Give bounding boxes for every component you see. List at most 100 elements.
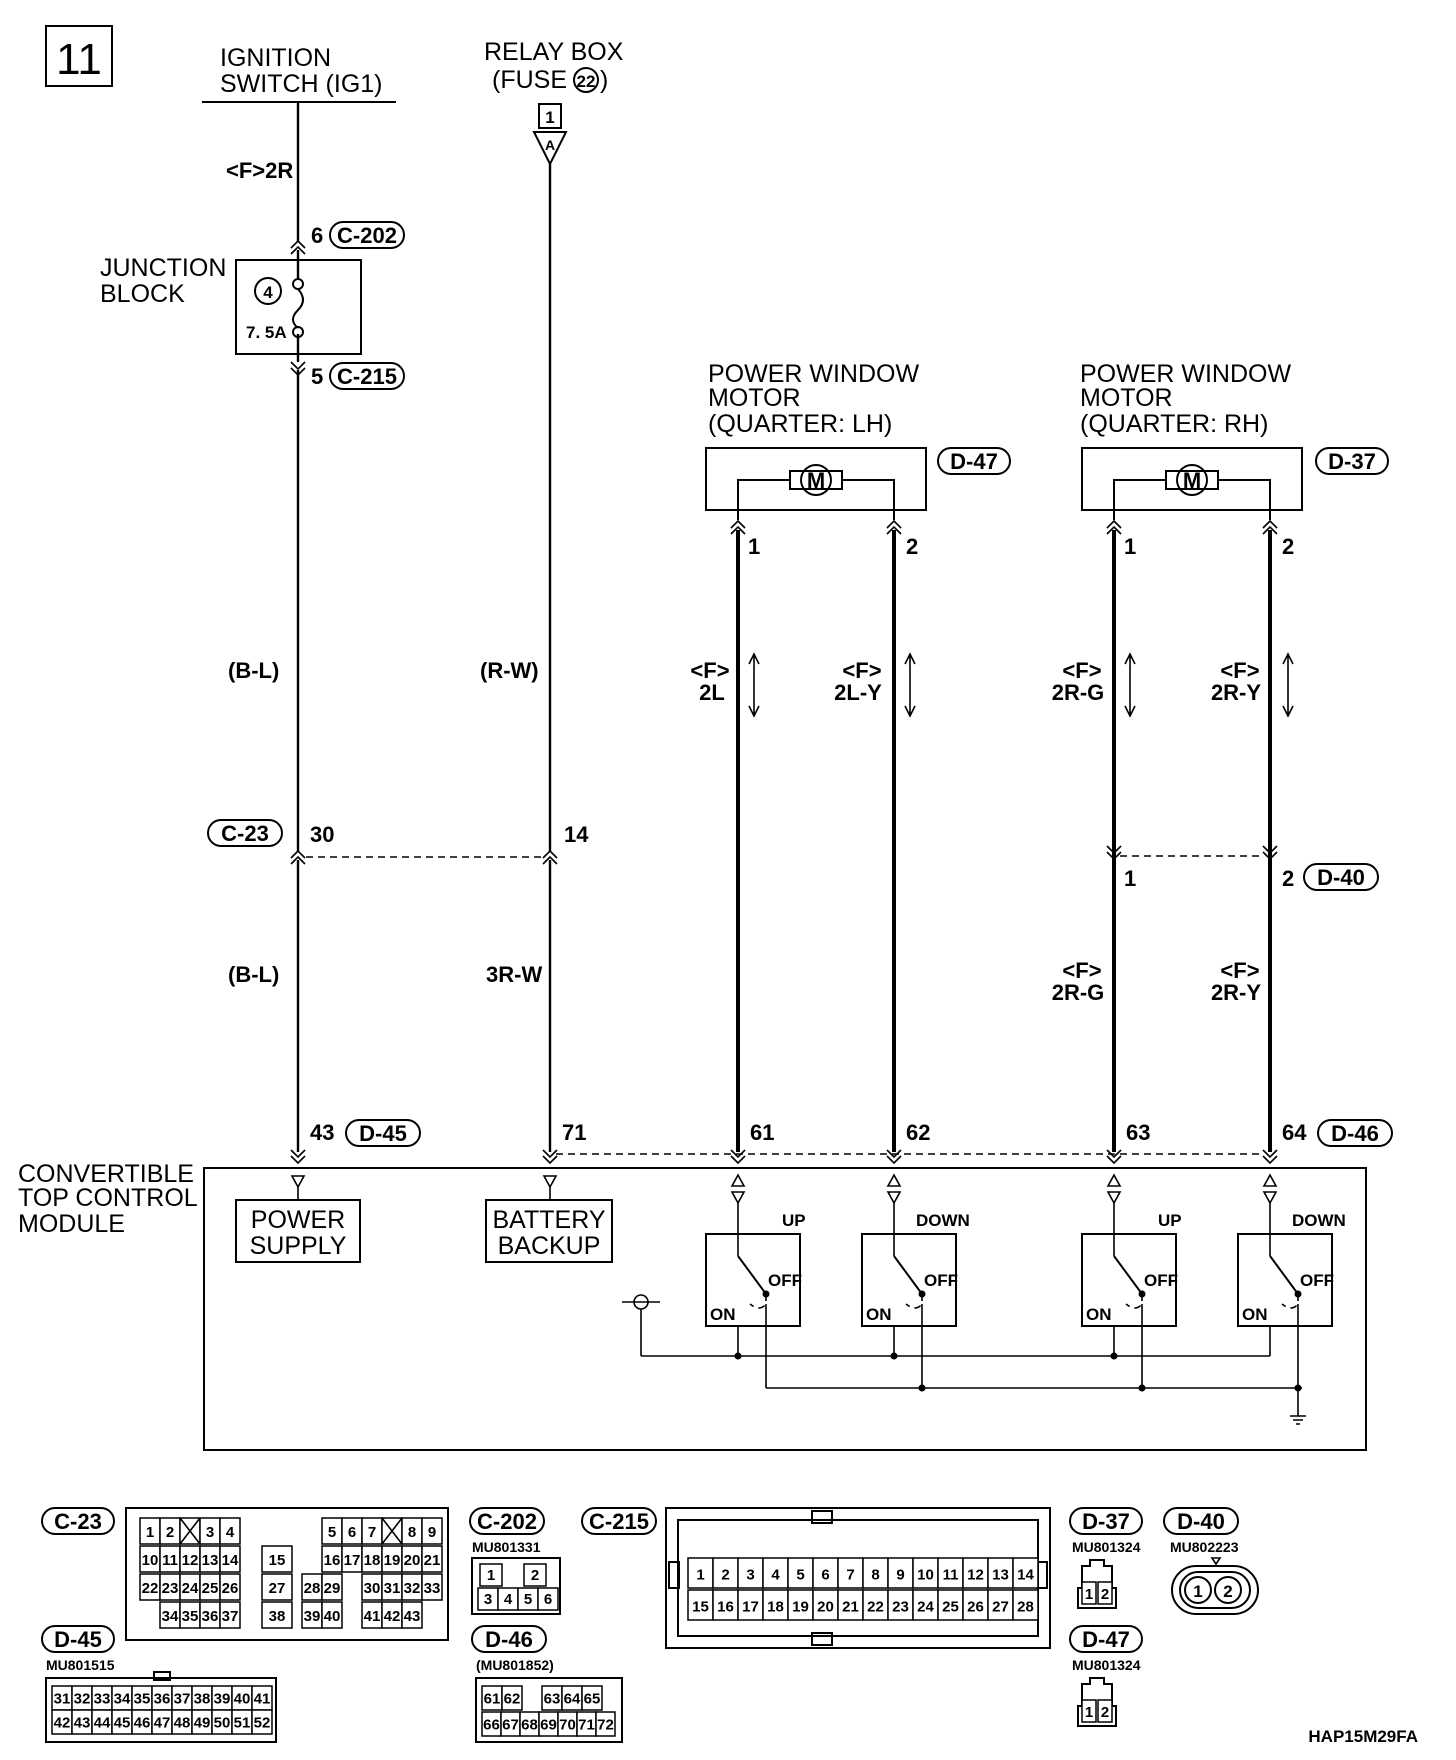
c215-pin-cell — [762, 1557, 789, 1589]
rh-wire2-spec: <F> — [1220, 658, 1259, 683]
d46-part-number: (MU801852) — [476, 1657, 554, 1673]
battery-backup-line1: BATTERY — [493, 1206, 606, 1234]
c215-pin-cell — [737, 1557, 764, 1589]
c215-pin-cell — [987, 1557, 1014, 1589]
module-pin-rh2: 64 — [1282, 1120, 1307, 1145]
c202-pin-label: 3 — [484, 1591, 492, 1608]
c23-pin-label: 22 — [142, 1580, 159, 1597]
d45-pin-label: 42 — [54, 1714, 71, 1731]
c23-pin-cell — [321, 1573, 343, 1601]
d45-part-number: MU801515 — [46, 1657, 115, 1673]
c23-pin-cell — [261, 1545, 293, 1573]
c23-pin-label: 13 — [202, 1552, 219, 1569]
d47-view-label: D-47 — [1082, 1627, 1130, 1652]
d45-pin-label: 33 — [94, 1690, 111, 1707]
c202-pin-label: 6 — [544, 1591, 552, 1608]
c23-pin-label: 32 — [404, 1580, 421, 1597]
c202-pin-cell — [537, 1587, 559, 1611]
c215-pin-cell — [962, 1589, 989, 1621]
c215-pin-label: 28 — [1017, 1599, 1034, 1616]
junction-fuse-rating: 7. 5A — [246, 323, 287, 342]
c23-pin-label: 8 — [408, 1524, 416, 1541]
c215-pin-cell — [912, 1557, 939, 1589]
c23-pin-label: 16 — [324, 1552, 341, 1569]
c215-pin-label: 25 — [942, 1599, 959, 1616]
motor-wires: <F> 2L <F> 2L-Y <F> 2R-G <F> 2R-Y 1 2 D-… — [690, 519, 1379, 1165]
d46-pin-label: 67 — [502, 1716, 519, 1733]
ignition-wire: (B-L) (B-L) — [228, 102, 306, 1165]
motor-rh-line2: MOTOR — [1080, 384, 1173, 412]
rh-wire2-lower-color: 2R-Y — [1211, 980, 1261, 1005]
motor-rh-pin1: 1 — [1124, 534, 1136, 559]
d46-pin-label: 62 — [504, 1690, 521, 1707]
d40-view-label: D-40 — [1177, 1509, 1225, 1534]
motor-rh-line1: POWER WINDOW — [1080, 360, 1291, 388]
switch-rh-up: UP OFF ON — [1081, 1173, 1182, 1327]
power-supply-line1: POWER — [251, 1206, 345, 1234]
junction-bottom-pin: 5 — [311, 364, 323, 389]
d45-pin-label: 36 — [154, 1690, 171, 1707]
c23-pin-cell — [219, 1601, 241, 1629]
relay-wire-upper-color: (R-W) — [480, 658, 539, 683]
c23-pin-label: 42 — [384, 1608, 401, 1625]
c23-pin-label: 37 — [222, 1608, 239, 1625]
relay-wire-lower-color: 3R-W — [486, 962, 542, 987]
c23-pin-label: 5 — [328, 1524, 336, 1541]
c202-pin-cell — [523, 1563, 547, 1587]
switch-lh-down-label: DOWN — [916, 1211, 970, 1230]
lh-wire2-spec: <F> — [842, 658, 881, 683]
rh-wire1-spec: <F> — [1062, 658, 1101, 683]
c215-pin-label: 15 — [692, 1599, 709, 1616]
power-supply-line2: SUPPLY — [250, 1232, 347, 1260]
rh-wire1-color: 2R-G — [1052, 680, 1105, 705]
switch-rh-down-off: OFF — [1300, 1271, 1334, 1290]
c215-pin-cell — [962, 1557, 989, 1589]
d46-pin-label: 72 — [597, 1716, 614, 1733]
c23-pin-label: 6 — [348, 1524, 356, 1541]
c215-pin-label: 9 — [896, 1567, 904, 1584]
c215-pin-label: 8 — [871, 1567, 879, 1584]
c215-pin-cell — [1012, 1557, 1039, 1589]
c23-blocked-pin — [381, 1517, 403, 1545]
switch-rh-up-on: ON — [1086, 1305, 1112, 1324]
d40-connector-label: D-40 — [1317, 865, 1365, 890]
d45-pin-label: 48 — [174, 1714, 191, 1731]
c23-blocked-pin — [179, 1517, 201, 1545]
junction-top-pin: 6 — [311, 223, 323, 248]
d46-pin-label: 68 — [521, 1716, 538, 1733]
c215-pin-cell — [937, 1557, 964, 1589]
c23-pin-cell — [421, 1573, 443, 1601]
c23-pin-label: 33 — [424, 1580, 441, 1597]
module-label-line1: CONVERTIBLE — [18, 1160, 194, 1188]
junction-top-connector: C-202 — [337, 223, 397, 248]
c23-pin-label: 31 — [384, 1580, 401, 1597]
c215-pin-label: 2 — [721, 1567, 729, 1584]
c23-pin-label: 2 — [166, 1524, 174, 1541]
junction-block: JUNCTION BLOCK 4 7. 5A 6 C-202 5 C-215 — [100, 221, 405, 390]
c23-view-label: C-23 — [54, 1509, 102, 1534]
d45-pin-label: 52 — [254, 1714, 271, 1731]
c23-pin-label: 41 — [364, 1608, 381, 1625]
c202-part-number: MU801331 — [472, 1539, 541, 1555]
d40-pin-1: 1 — [1193, 1582, 1202, 1601]
c215-pin-cell — [737, 1589, 764, 1621]
c23-pin-label: 3 — [206, 1524, 214, 1541]
c215-pin-label: 26 — [967, 1599, 984, 1616]
c23-pin-label: 28 — [304, 1580, 321, 1597]
d45-pin-label: 46 — [134, 1714, 151, 1731]
c23-pin-label: 1 — [146, 1524, 154, 1541]
c23-pin-cell — [219, 1545, 241, 1573]
d40-pin2: 2 — [1282, 866, 1294, 891]
c23-pin-label: 26 — [222, 1580, 239, 1597]
c215-pin-cell — [987, 1589, 1014, 1621]
d45-pin-label: 34 — [114, 1690, 131, 1707]
c23-pin-cell — [421, 1545, 443, 1573]
motor-lh: POWER WINDOW MOTOR (QUARTER: LH) D-47 M … — [705, 360, 1011, 559]
d45-pin-label: 43 — [74, 1714, 91, 1731]
c23-pin-label: 15 — [269, 1552, 286, 1569]
relay-box-source: RELAY BOX (FUSE 22 ) 1 A — [484, 38, 624, 167]
ignition-switch-label-line2: SWITCH (IG1) — [220, 70, 383, 98]
